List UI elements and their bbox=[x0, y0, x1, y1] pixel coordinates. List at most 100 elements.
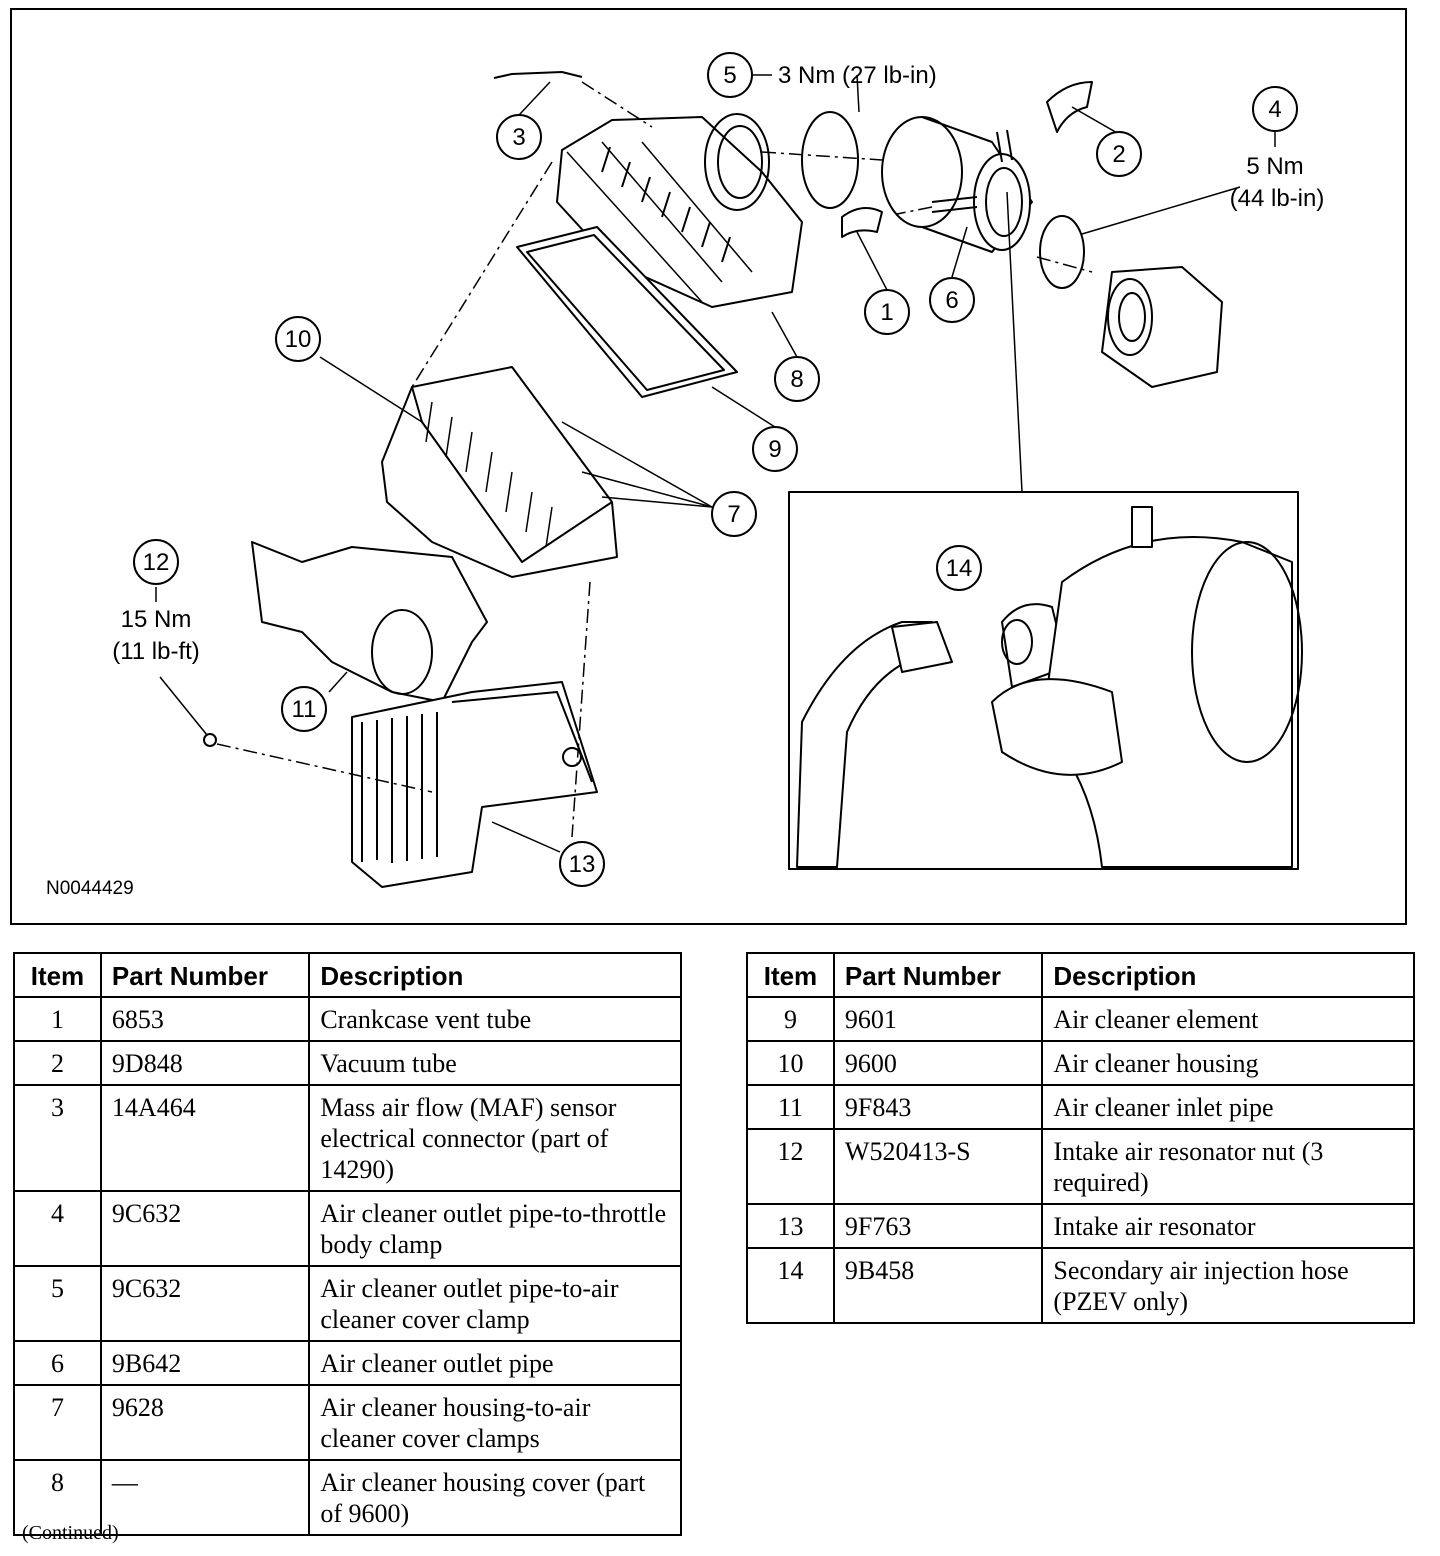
resonator-drawing bbox=[351, 681, 598, 888]
callout-8: 8 bbox=[790, 366, 803, 393]
crankcase-vent-tube-drawing bbox=[841, 207, 883, 238]
table-row: 5 9C632 Air cleaner outlet pipe-to-air c… bbox=[13, 1265, 682, 1342]
cell-description: Air cleaner element bbox=[1041, 996, 1415, 1042]
cell-item: 10 bbox=[746, 1040, 835, 1086]
table-row: 6 9B642 Air cleaner outlet pipe bbox=[13, 1340, 682, 1386]
table-header-row: Item Part Number Description bbox=[13, 952, 682, 998]
callout-3: 3 bbox=[512, 124, 525, 151]
parts-table-right: Item Part Number Description 9 9601 Air … bbox=[746, 952, 1415, 1324]
cell-description: Air cleaner housing bbox=[1041, 1040, 1415, 1086]
torque-spec-12-lb: (11 lb-ft) bbox=[112, 638, 200, 665]
table-row: 7 9628 Air cleaner housing-to-air cleane… bbox=[13, 1384, 682, 1461]
table-row: 11 9F843 Air cleaner inlet pipe bbox=[746, 1084, 1415, 1130]
air-cleaner-housing-drawing bbox=[381, 366, 618, 578]
cell-description: Intake air resonator nut (3 required) bbox=[1041, 1128, 1415, 1205]
callout-circles bbox=[133, 52, 1298, 887]
vacuum-tube-drawing bbox=[1046, 81, 1093, 133]
cell-part-number: 9600 bbox=[832, 1040, 1044, 1086]
cell-part-number: 9628 bbox=[99, 1384, 311, 1461]
torque-spec-4-lb: (44 lb-in) bbox=[1230, 185, 1325, 212]
table-row: 14 9B458 Secondary air injection hose (P… bbox=[746, 1247, 1415, 1324]
cell-item: 4 bbox=[13, 1190, 102, 1267]
inlet-pipe-drawing bbox=[251, 541, 488, 703]
cell-item: 3 bbox=[13, 1084, 102, 1192]
air-filter-element-drawing bbox=[516, 226, 738, 398]
table-row: 9 9601 Air cleaner element bbox=[746, 996, 1415, 1042]
cell-item: 1 bbox=[13, 996, 102, 1042]
cell-part-number: 9F843 bbox=[832, 1084, 1044, 1130]
header-part-number: Part Number bbox=[832, 952, 1044, 998]
cell-part-number: 9B458 bbox=[832, 1247, 1044, 1324]
callout-13: 13 bbox=[569, 851, 596, 878]
cell-part-number: 9C632 bbox=[99, 1265, 311, 1342]
cell-item: 11 bbox=[746, 1084, 835, 1130]
cell-description: Vacuum tube bbox=[308, 1040, 682, 1086]
header-description: Description bbox=[1041, 952, 1415, 998]
table-row: 2 9D848 Vacuum tube bbox=[13, 1040, 682, 1086]
callout-11: 11 bbox=[292, 696, 317, 723]
cell-description: Air cleaner outlet pipe-to-throttle body… bbox=[308, 1190, 682, 1267]
table-row: 4 9C632 Air cleaner outlet pipe-to-throt… bbox=[13, 1190, 682, 1267]
cell-description: Air cleaner outlet pipe-to-air cleaner c… bbox=[308, 1265, 682, 1342]
callout-10: 10 bbox=[285, 326, 312, 353]
torque-spec-4-nm: 5 Nm bbox=[1246, 153, 1303, 180]
table-header-row: Item Part Number Description bbox=[746, 952, 1415, 998]
cell-part-number: 6853 bbox=[99, 996, 311, 1042]
cell-part-number: 9D848 bbox=[99, 1040, 311, 1086]
cell-description: Air cleaner inlet pipe bbox=[1041, 1084, 1415, 1130]
cell-item: 7 bbox=[13, 1384, 102, 1461]
callout-14: 14 bbox=[946, 555, 973, 582]
cell-part-number: 9F763 bbox=[832, 1203, 1044, 1249]
outlet-pipe-drawing bbox=[881, 116, 1033, 253]
header-part-number: Part Number bbox=[99, 952, 311, 998]
callout-2: 2 bbox=[1112, 141, 1125, 168]
maf-connector-drawing bbox=[493, 71, 583, 79]
table-row: 12 W520413-S Intake air resonator nut (3… bbox=[746, 1128, 1415, 1205]
cell-item: 6 bbox=[13, 1340, 102, 1386]
table-row: 10 9600 Air cleaner housing bbox=[746, 1040, 1415, 1086]
cell-part-number: 9C632 bbox=[99, 1190, 311, 1267]
cell-description: Air cleaner outlet pipe bbox=[308, 1340, 682, 1386]
table-row: 13 9F763 Intake air resonator bbox=[746, 1203, 1415, 1249]
resonator-nut-drawing bbox=[203, 733, 217, 747]
cell-part-number: 9B642 bbox=[99, 1340, 311, 1386]
header-item: Item bbox=[13, 952, 102, 998]
cell-item: 14 bbox=[746, 1247, 835, 1324]
cell-part-number: W520413-S bbox=[832, 1128, 1044, 1205]
cell-item: 5 bbox=[13, 1265, 102, 1342]
cell-item: 9 bbox=[746, 996, 835, 1042]
cell-description: Secondary air injection hose (PZEV only) bbox=[1041, 1247, 1415, 1324]
callout-12: 12 bbox=[143, 549, 170, 576]
callout-9: 9 bbox=[768, 436, 781, 463]
cell-part-number: 14A464 bbox=[99, 1084, 311, 1192]
cell-part-number: — bbox=[99, 1459, 311, 1536]
header-description: Description bbox=[308, 952, 682, 998]
throttle-body-drawing bbox=[1101, 266, 1223, 388]
torque-spec-5: 3 Nm (27 lb-in) bbox=[778, 62, 937, 89]
diagram-drawing: 1 2 3 4 5 6 7 8 9 10 11 12 13 14 3 Nm (2… bbox=[46, 52, 1325, 899]
table-row: 1 6853 Crankcase vent tube bbox=[13, 996, 682, 1042]
callout-1: 1 bbox=[880, 299, 893, 326]
exploded-view-diagram: 1 2 3 4 5 6 7 8 9 10 11 12 13 14 3 Nm (2… bbox=[10, 8, 1407, 925]
parts-table-left: Item Part Number Description 1 6853 Cran… bbox=[13, 952, 682, 1536]
table-row: 8 — Air cleaner housing cover (part of 9… bbox=[13, 1459, 682, 1536]
cell-item: 2 bbox=[13, 1040, 102, 1086]
cell-item: 12 bbox=[746, 1128, 835, 1205]
cell-description: Crankcase vent tube bbox=[308, 996, 682, 1042]
inset-detail bbox=[788, 491, 1303, 870]
cell-description: Air cleaner housing cover (part of 9600) bbox=[308, 1459, 682, 1536]
leader-lines bbox=[155, 74, 1276, 853]
continued-note: (Continued) bbox=[22, 1522, 119, 1544]
clamp-5-drawing bbox=[801, 111, 859, 209]
cell-item: 8 bbox=[13, 1459, 102, 1536]
cell-description: Air cleaner housing-to-air cleaner cover… bbox=[308, 1384, 682, 1461]
figure-id: N0044429 bbox=[46, 878, 134, 899]
cell-description: Intake air resonator bbox=[1041, 1203, 1415, 1249]
table-row: 3 14A464 Mass air flow (MAF) sensor elec… bbox=[13, 1084, 682, 1192]
cell-part-number: 9601 bbox=[832, 996, 1044, 1042]
cell-item: 13 bbox=[746, 1203, 835, 1249]
callout-5: 5 bbox=[723, 62, 736, 89]
clamp-4-drawing bbox=[1039, 215, 1085, 289]
callout-6: 6 bbox=[945, 287, 958, 314]
torque-spec-12-nm: 15 Nm bbox=[121, 606, 192, 633]
